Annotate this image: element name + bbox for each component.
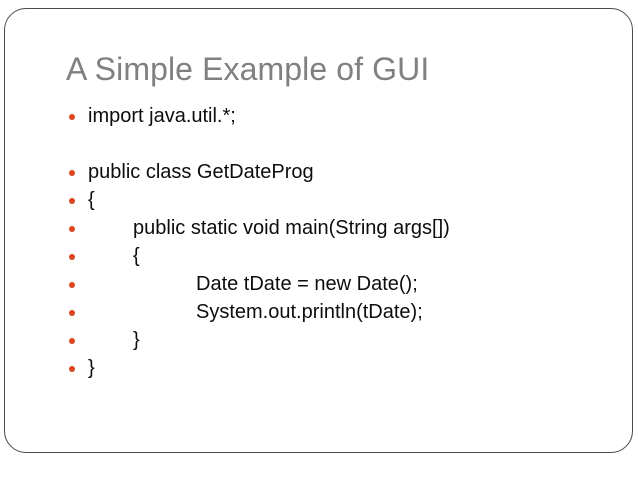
list-item: System.out.println(tDate); — [66, 298, 611, 326]
page-title: A Simple Example of GUI — [66, 51, 430, 87]
bullet-icon — [69, 310, 75, 316]
list-item: { — [66, 242, 611, 270]
bullet-list: import java.util.*; public class GetDateP… — [66, 102, 611, 382]
list-item: { — [66, 186, 611, 214]
list-item: } — [66, 326, 611, 354]
slide-frame-border — [4, 8, 633, 453]
bullet-icon — [69, 226, 75, 232]
list-item-label: } — [88, 357, 95, 379]
list-item-label: Date tDate = new Date(); — [196, 273, 418, 295]
list-item: } — [66, 354, 611, 382]
bullet-icon — [69, 254, 75, 260]
list-item-label: System.out.println(tDate); — [196, 301, 423, 323]
bullet-icon — [69, 338, 75, 344]
list-item: public static void main(String args[]) — [66, 214, 611, 242]
list-item-label: public static void main(String args[]) — [133, 217, 450, 239]
bullet-icon — [69, 366, 75, 372]
list-item-label: { — [133, 245, 140, 267]
bullet-icon — [69, 170, 75, 176]
blank-line — [66, 130, 611, 158]
list-item: public class GetDateProg — [66, 158, 611, 186]
list-item-label: public class GetDateProg — [88, 161, 314, 183]
list-item: import java.util.*; — [66, 102, 611, 130]
list-item: Date tDate = new Date(); — [66, 270, 611, 298]
list-item-label: import java.util.*; — [88, 105, 236, 127]
bullet-icon — [69, 198, 75, 204]
list-item-label: { — [88, 189, 95, 211]
list-item-label: } — [133, 329, 140, 351]
bullet-icon — [69, 282, 75, 288]
bullet-icon — [69, 114, 75, 120]
